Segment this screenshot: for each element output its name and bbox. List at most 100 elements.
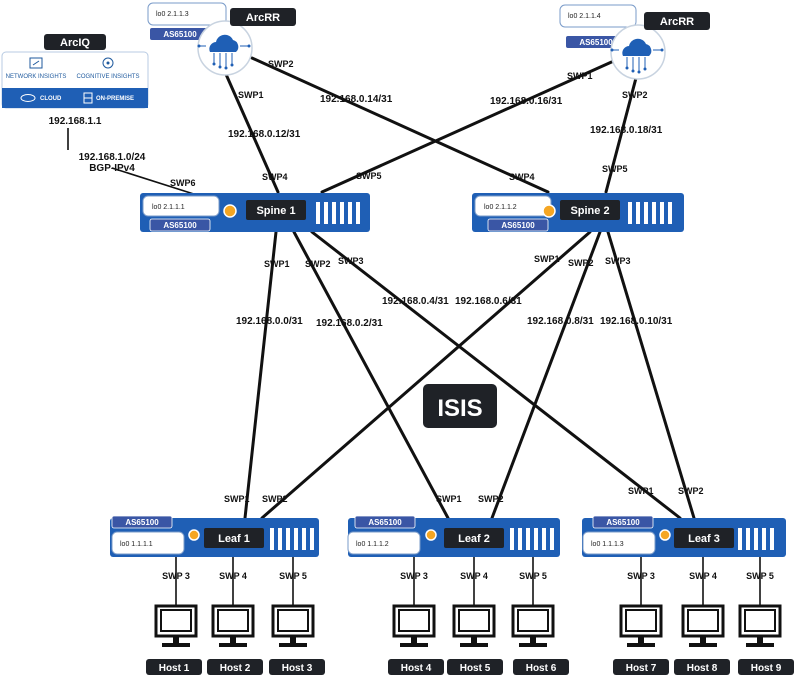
leaf1-port1: SWP1: [224, 494, 250, 504]
spine-2: lo0 2.1.1.2 AS65100 Spine 2: [472, 193, 684, 232]
spine1-port2: SWP2: [305, 259, 331, 269]
leaf3-loopback-box: [582, 531, 656, 555]
host-4: Host 4: [388, 604, 444, 675]
spine2-as-badge: [487, 218, 549, 232]
host2-label: Host 2: [220, 663, 251, 674]
leaf2-port1: SWP1: [436, 494, 462, 504]
rr1-port1: SWP1: [238, 90, 264, 100]
status-led-icon: [223, 204, 237, 218]
rr1-loopback: lo0 2.1.1.3: [156, 11, 189, 18]
host4-label: Host 4: [401, 663, 432, 674]
rr2-port2: SWP2: [622, 90, 648, 100]
spine-1: lo0 2.1.1.1 AS65100 Spine 1: [140, 193, 370, 232]
monitor-icon: [452, 604, 496, 649]
host-9: Host 9: [738, 604, 794, 675]
rr2-loopback-box: [559, 4, 637, 28]
link-rr2-spine2: [604, 76, 638, 194]
spine1-label: Spine 1: [256, 205, 295, 217]
port-bank-icon: [270, 528, 314, 550]
host-port-labels: SWP 3 SWP 4 SWP 5 SWP 3 SWP 4 SWP 5 SWP …: [162, 571, 774, 581]
route-reflector-1: lo0 2.1.1.3 AS65100 ArcRR SWP1 SWP2: [147, 2, 296, 100]
cloud-label: CLOUD: [40, 96, 62, 102]
host9-label-badge: [738, 659, 794, 675]
leaf3-port1: SWP1: [628, 486, 654, 496]
host4-label-badge: [388, 659, 444, 675]
spine2-port1: SWP1: [534, 254, 560, 264]
link-spine2-leaf1: [260, 230, 592, 520]
leaf1-host-port-3: SWP 3: [162, 571, 190, 581]
host1-label: Host 1: [159, 663, 190, 674]
status-led-icon: [425, 529, 437, 541]
leaf3-as-badge: [592, 515, 654, 529]
link-spine2-leaf2: [490, 230, 602, 520]
monitor-icon: [619, 604, 663, 649]
arciq-link-subnet: 192.168.1.0/24: [79, 152, 146, 163]
leaf2-label-badge: [444, 528, 504, 548]
rr1-as: AS65100: [163, 30, 197, 39]
rr1-loopback-box: [147, 2, 227, 26]
arciq-deploy-bar: [2, 88, 148, 108]
spine1-as-badge: [149, 218, 211, 232]
leaf3-as: AS65100: [606, 518, 640, 527]
cloud-icon: [20, 94, 36, 102]
leaf2-label: Leaf 2: [458, 533, 490, 545]
leaf2-host-port-5: SWP 5: [519, 571, 547, 581]
port-bank-icon: [628, 202, 672, 224]
rr1-port2: SWP2: [268, 59, 294, 69]
on-premise-label: ON-PREMISE: [96, 96, 134, 102]
subnet-rr2-spine2: 192.168.0.18/31: [590, 125, 663, 136]
spine1-loopback-box: [142, 195, 220, 217]
spine2-as: AS65100: [501, 221, 535, 230]
host-1: Host 1: [146, 604, 202, 675]
host3-label: Host 3: [282, 663, 313, 674]
leaf2-port2: SWP2: [478, 494, 504, 504]
rr1-as-badge: [150, 28, 210, 40]
leaf3-host-port-5: SWP 5: [746, 571, 774, 581]
network-insights-label: NETWORK INSIGHTS: [6, 74, 67, 80]
cloud-network-icon: [197, 20, 253, 76]
host7-label: Host 7: [626, 663, 657, 674]
link-spine1-leaf3: [310, 230, 682, 520]
leaf3-label: Leaf 3: [688, 533, 720, 545]
cognitive-insights-label: COGNITIVE INSIGHTS: [76, 74, 139, 80]
host8-label: Host 8: [687, 663, 718, 674]
monitor-icon: [211, 604, 255, 649]
host2-label-badge: [207, 659, 263, 675]
rr1-label: ArcRR: [246, 12, 280, 24]
subnet-spine2-leaf3: 192.168.0.10/31: [600, 316, 673, 327]
rr2-label-badge: [644, 12, 710, 30]
hosts-layer: Host 1 Host 2 Host 3 Host 4 Host 5 Host …: [146, 604, 794, 675]
link-rr2-spine1: [320, 58, 618, 194]
host-7: Host 7: [613, 604, 669, 675]
leaf3-port2: SWP2: [678, 486, 704, 496]
host3-label-badge: [269, 659, 325, 675]
spine1-port-rr-b: SWP5: [356, 171, 382, 181]
leaf1-label-badge: [204, 528, 264, 548]
status-led-icon: [188, 529, 200, 541]
rr2-label: ArcRR: [660, 16, 694, 28]
spine1-as: AS65100: [163, 221, 197, 230]
monitor-icon: [271, 604, 315, 649]
arciq-node: ArcIQ NETWORK INSIGHTS COGNITIVE INSIGHT…: [1, 34, 196, 188]
cognitive-insights-icon: [102, 57, 114, 69]
rr2-as-badge: [566, 36, 626, 48]
leaf2-host-port-3: SWP 3: [400, 571, 428, 581]
spine2-loopback: lo0 2.1.1.2: [484, 204, 517, 211]
port-bank-icon: [738, 528, 774, 550]
port-bank-icon: [316, 202, 360, 224]
spine2-port3: SWP3: [605, 256, 631, 266]
spine2-port2: SWP2: [568, 258, 594, 268]
leaf2-as: AS65100: [368, 518, 402, 527]
link-arciq-spine1: [111, 167, 201, 197]
leaf1-label: Leaf 1: [218, 533, 250, 545]
subnet-spine2-leaf1: 192.168.0.6/31: [455, 296, 522, 307]
leaf3-loopback: lo0 1.1.1.3: [591, 541, 624, 548]
leaf1-loopback: lo0 1.1.1.1: [120, 541, 153, 548]
leaf2-loopback: lo0 1.1.1.2: [356, 541, 389, 548]
isis-badge-box: [423, 384, 497, 428]
cloud-network-icon: [610, 24, 666, 80]
subnet-spine1-leaf3: 192.168.0.4/31: [382, 296, 449, 307]
spine2-port-rr-b: SWP4: [509, 172, 535, 182]
spine1-label-badge: [246, 200, 306, 220]
